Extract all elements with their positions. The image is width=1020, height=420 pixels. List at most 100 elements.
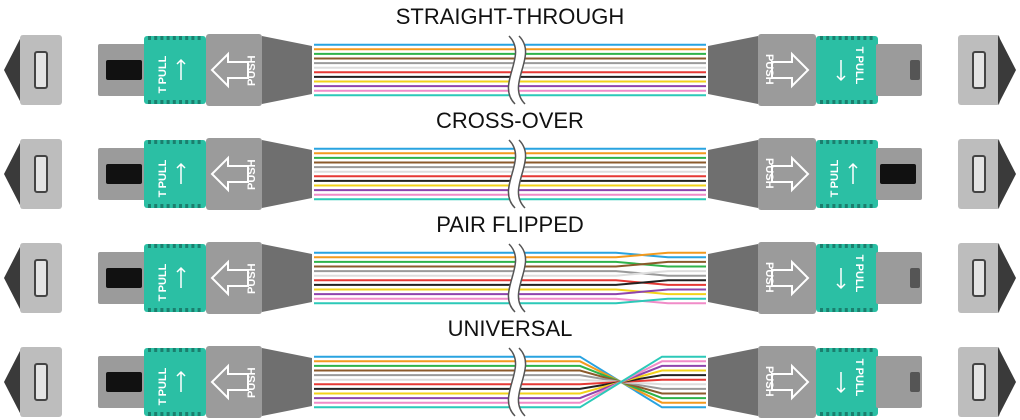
clip-body xyxy=(816,348,878,416)
clip-notch xyxy=(179,100,182,104)
housing xyxy=(758,34,816,106)
clip-notch xyxy=(197,308,201,312)
clip-notch xyxy=(857,348,861,352)
clip-notch xyxy=(826,412,830,416)
clip-notch xyxy=(185,204,189,208)
fiber-6 xyxy=(314,270,706,277)
push-arrow-icon xyxy=(771,51,810,89)
clip-notch xyxy=(191,140,195,144)
clip-notch xyxy=(844,244,848,248)
clip-notch xyxy=(185,412,189,416)
clip-notch xyxy=(197,140,201,144)
adapter-tip xyxy=(4,347,22,417)
clip-notch xyxy=(863,244,867,248)
clip-notch xyxy=(179,36,182,40)
boot xyxy=(262,244,312,312)
clip-notch xyxy=(832,412,836,416)
clip-notch xyxy=(148,244,151,248)
clip-notch xyxy=(191,348,195,352)
housing xyxy=(206,346,262,418)
clip-notch xyxy=(154,36,158,40)
clip-notch xyxy=(863,36,867,40)
clip-notch xyxy=(185,308,189,312)
adapter-slot xyxy=(34,363,48,401)
clip-arrow xyxy=(836,372,846,394)
clip-pull-text: PULL xyxy=(157,367,169,396)
clip-notch xyxy=(857,308,861,312)
clip-notch xyxy=(179,348,182,352)
clip-notch xyxy=(820,100,823,104)
clip-body xyxy=(144,140,206,208)
clip-notch xyxy=(179,140,182,144)
break-line xyxy=(507,35,517,105)
ferrule-face xyxy=(106,164,142,184)
adapter-left xyxy=(4,139,62,209)
push-text: PUSH xyxy=(246,55,258,86)
fiber-bundle xyxy=(314,251,706,305)
row-label: PAIR FLIPPED xyxy=(436,212,584,237)
boot xyxy=(708,36,758,104)
clip-notch xyxy=(185,140,189,144)
clip-notch xyxy=(826,308,830,312)
clip-notch xyxy=(160,36,164,40)
push-arrow-icon xyxy=(210,259,249,297)
adapter-right xyxy=(958,347,1016,417)
clip-notch xyxy=(185,244,189,248)
break-gap xyxy=(508,348,526,416)
break-line xyxy=(507,139,517,209)
clip-notch xyxy=(832,348,836,352)
ferrule xyxy=(876,252,922,304)
clip-notch xyxy=(197,204,201,208)
break-line xyxy=(517,347,527,417)
clip-notch xyxy=(869,100,873,104)
clip-notch xyxy=(160,348,164,352)
clip-body xyxy=(816,36,878,104)
clip-arrow xyxy=(176,58,186,80)
clip-notch xyxy=(857,412,861,416)
clip-notch xyxy=(832,308,836,312)
clip-notch xyxy=(832,140,836,144)
clip-key-text: T xyxy=(157,86,169,93)
clip-notch xyxy=(838,244,842,248)
clip-notch xyxy=(863,140,867,144)
clip-notch xyxy=(179,204,182,208)
clip-notch xyxy=(826,204,830,208)
clip-notch xyxy=(844,36,848,40)
row-label: STRAIGHT-THROUGH xyxy=(396,4,625,29)
clip-notch xyxy=(172,36,176,40)
adapter-right xyxy=(958,35,1016,105)
clip-notch xyxy=(838,348,842,352)
adapter-tip xyxy=(998,35,1016,105)
break-line xyxy=(517,139,527,209)
adapter-left xyxy=(4,35,62,105)
clip-notch xyxy=(857,244,861,248)
clip-notch xyxy=(191,412,195,416)
row-label: UNIVERSAL xyxy=(448,316,573,341)
clip-notch xyxy=(851,308,854,312)
clip-notch xyxy=(197,244,201,248)
break-line xyxy=(507,243,517,313)
clip-pull-text: PULL xyxy=(853,368,865,397)
clip-notch xyxy=(832,244,836,248)
adapter-tip xyxy=(4,243,22,313)
adapter-slot xyxy=(972,51,986,89)
clip-notch xyxy=(863,348,867,352)
adapter-tip xyxy=(4,139,22,209)
adapter-tip xyxy=(4,35,22,105)
fiber-bundle xyxy=(314,355,706,409)
clip-pull-text: PULL xyxy=(157,263,169,292)
boot xyxy=(708,244,758,312)
adapter-slot xyxy=(972,259,986,297)
clip-notch xyxy=(160,412,164,416)
fiber-2 xyxy=(314,251,706,259)
